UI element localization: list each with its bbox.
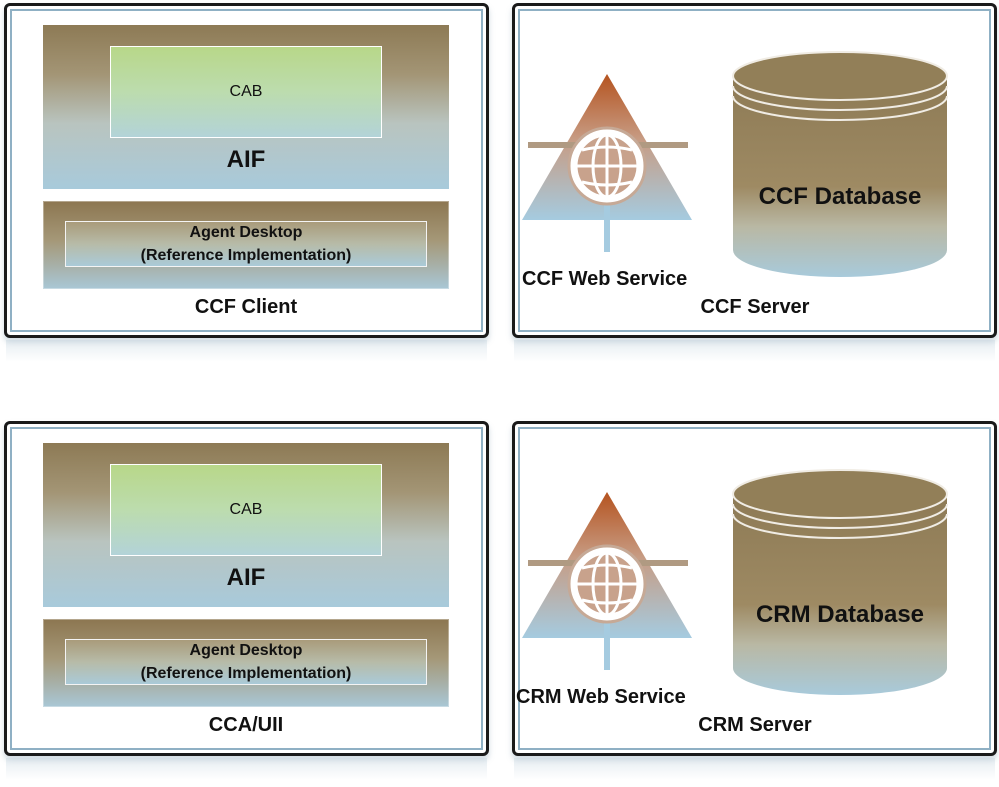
cylinder-database-icon (732, 51, 948, 277)
web-service-label: CCF Web Service (522, 268, 688, 290)
aif-label: AIF (226, 564, 266, 591)
globe-triangle-icon (522, 492, 692, 670)
agent-desktop-line1: Agent Desktop (189, 642, 303, 659)
cab-block: CAB (110, 46, 382, 138)
cab-label: CAB (229, 83, 263, 100)
ccf-client-reflection (6, 340, 487, 362)
panel-title: CCF Client (194, 296, 298, 318)
crm-server-reflection (514, 758, 995, 780)
cylinder-database-icon (732, 469, 948, 695)
database-label: CCF Database (758, 183, 922, 210)
agent-desktop-line1: Agent Desktop (189, 224, 303, 241)
agent-desktop-block (43, 201, 449, 289)
agent-desktop-inner (65, 221, 427, 267)
ccf-server-reflection (514, 340, 995, 362)
aif-label: AIF (226, 146, 266, 173)
agent-desktop-label: Agent Desktop (Reference Implementation) (43, 639, 449, 685)
agent-desktop-line2: (Reference Implementation) (140, 665, 352, 682)
agent-desktop-block (43, 619, 449, 707)
panel-title: CRM Server (698, 714, 812, 736)
agent-desktop-line2: (Reference Implementation) (140, 247, 352, 264)
database-label: CRM Database (755, 601, 925, 628)
agent-desktop-label: Agent Desktop (Reference Implementation) (43, 221, 449, 267)
panel-title: CCA/UII (208, 714, 284, 736)
cab-label: CAB (229, 501, 263, 518)
web-service-label: CRM Web Service (516, 686, 686, 708)
agent-desktop-inner (65, 639, 427, 685)
cca-uii-reflection (6, 758, 487, 780)
globe-triangle-icon (522, 74, 692, 252)
cab-block: CAB (110, 464, 382, 556)
panel-title: CCF Server (700, 296, 810, 318)
